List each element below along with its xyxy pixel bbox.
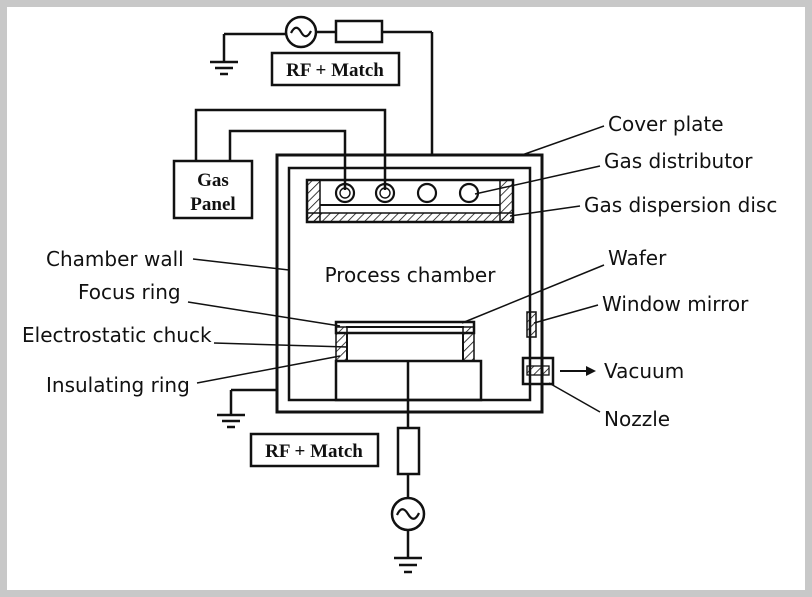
chamber-ground [217, 388, 277, 429]
gas-dispersion-disc [306, 212, 514, 223]
distributor-nozzles [334, 182, 480, 204]
leader-lines [187, 125, 605, 413]
label-nozzle: Nozzle [604, 407, 670, 431]
label-cover-plate: Cover plate [608, 112, 724, 136]
top-rf-match-box [270, 51, 401, 87]
gas-line-inner [228, 129, 347, 190]
gas-line-outer [194, 108, 387, 190]
bottom-rf-circuit: RF + Match [249, 361, 426, 574]
gas-panel-group: Gas Panel [172, 108, 387, 220]
callout-labels: Cover plate Gas distributor Gas dispersi… [22, 112, 777, 431]
label-gas-distributor: Gas distributor [604, 149, 753, 173]
insulating-ring-right [462, 326, 475, 362]
gas-panel-box [172, 159, 254, 220]
label-chamber-wall: Chamber wall [46, 247, 184, 271]
chamber-outer-wall [275, 153, 544, 414]
window-mirror [526, 311, 537, 338]
label-electrostatic-chuck: Electrostatic chuck [22, 323, 212, 347]
label-insulating-ring: Insulating ring [46, 373, 190, 397]
label-window-mirror: Window mirror [602, 292, 749, 316]
label-focus-ring: Focus ring [78, 280, 181, 304]
bottom-impedance-box [396, 426, 421, 476]
electrostatic-chuck [346, 332, 464, 362]
label-gas-dispersion-disc: Gas dispersion disc [584, 193, 777, 217]
vacuum-nozzle [521, 356, 555, 386]
top-rf-circuit: RF + Match [210, 15, 434, 155]
top-ground-icon [210, 60, 238, 76]
top-rf-match-label: RF + Match [286, 60, 384, 81]
gas-panel-line2: Panel [190, 194, 235, 215]
label-vacuum: Vacuum [604, 359, 684, 383]
process-chamber-label: Process chamber [325, 263, 497, 287]
gas-panel-line1: Gas [197, 170, 229, 191]
bottom-rf-match-label: RF + Match [265, 441, 363, 462]
label-wafer: Wafer [608, 246, 667, 270]
bottom-ac-source-icon [390, 496, 426, 532]
bottom-ground-icon [394, 556, 422, 574]
top-ac-source-icon [284, 15, 318, 49]
chamber: Process chamber [275, 153, 596, 414]
bottom-rf-match-box [249, 432, 380, 468]
chamber-ground-icon [217, 413, 245, 429]
vacuum-arrow-head [586, 366, 596, 376]
top-impedance-box [334, 19, 384, 44]
